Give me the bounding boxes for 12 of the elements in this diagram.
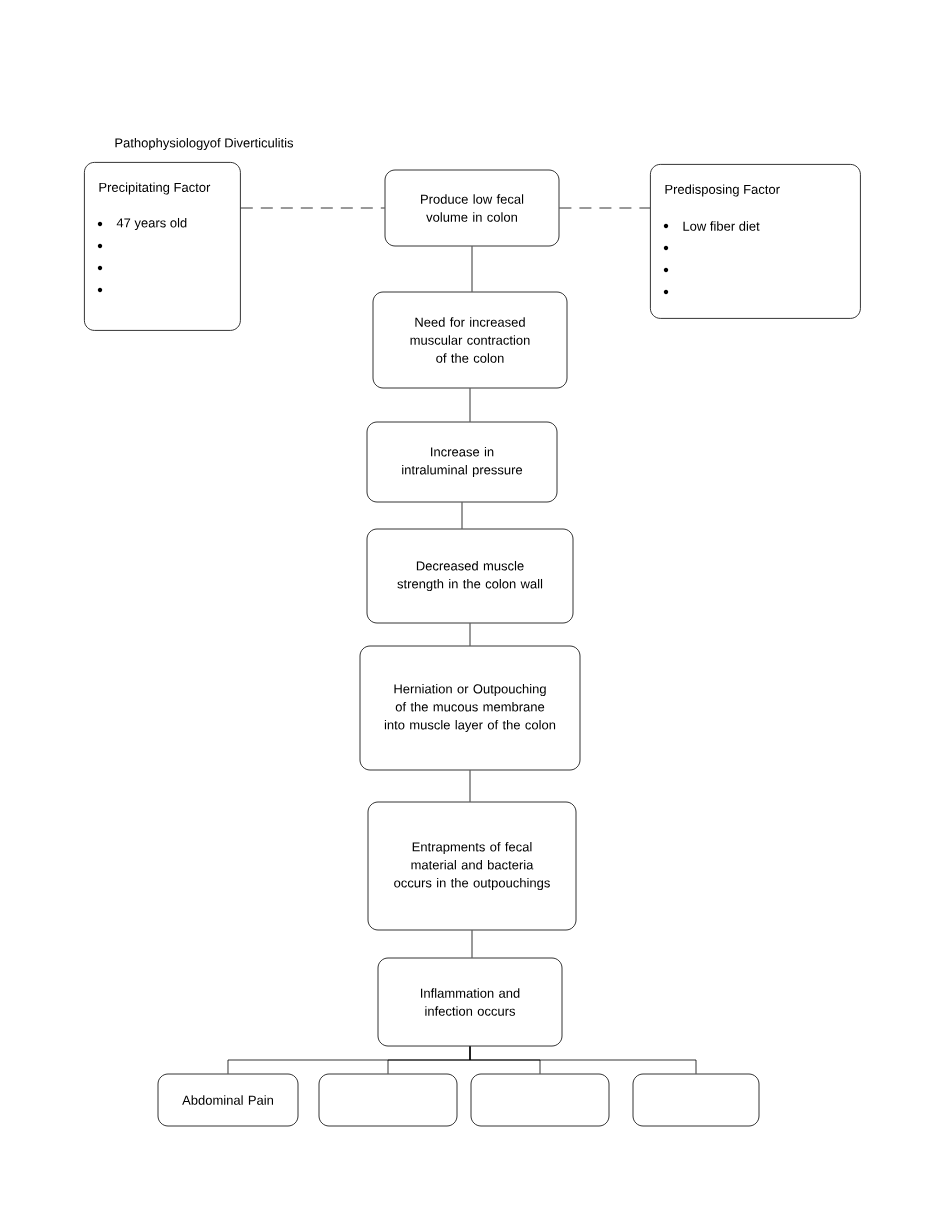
dashed-connector — [559, 207, 651, 209]
connector — [469, 1046, 697, 1074]
connector — [469, 388, 471, 422]
empty-box — [318, 1073, 458, 1127]
connector — [461, 502, 463, 529]
empty-box — [470, 1073, 610, 1127]
empty-box — [632, 1073, 760, 1127]
connector — [471, 246, 473, 292]
connector — [469, 623, 471, 646]
connector — [469, 770, 471, 802]
connector — [471, 930, 473, 958]
dashed-connector — [240, 207, 385, 209]
